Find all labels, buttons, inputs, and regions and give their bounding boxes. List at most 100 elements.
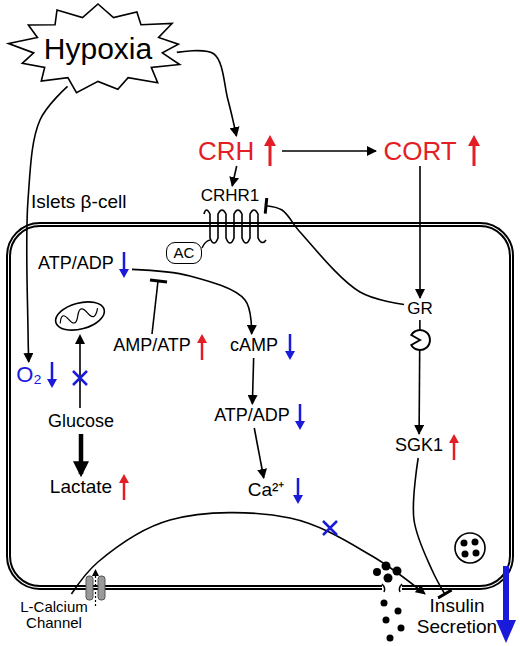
decrease-arrow	[293, 478, 303, 504]
decrease-arrow	[285, 334, 295, 360]
arrow-connector	[418, 320, 420, 434]
enzyme-box: AC	[166, 242, 202, 264]
influx-arrow	[95, 574, 96, 606]
receptor-label: CRHR1	[194, 186, 266, 206]
metabolite-label: AMP/ATP	[108, 334, 196, 358]
arrow-connector	[282, 150, 376, 152]
indicator-head	[197, 334, 207, 343]
indicator-head	[468, 135, 480, 146]
arrow-connector	[419, 166, 421, 298]
insulin-granules	[373, 562, 405, 642]
indicator-shaft	[289, 334, 292, 353]
indicator-shaft	[123, 252, 126, 271]
secretory-vesicle	[455, 533, 485, 563]
node-text: Insulin Secretion	[412, 596, 502, 637]
node-text: AC	[174, 245, 195, 261]
node-text: cAMP	[230, 336, 278, 355]
indicator-head	[449, 434, 459, 443]
indicator-shaft	[299, 404, 302, 423]
granule	[393, 567, 402, 576]
arrow-connector	[232, 166, 236, 186]
hypoxia-starburst: Hypoxia	[6, 2, 190, 96]
indicator-head	[119, 474, 129, 483]
increase-arrow	[449, 434, 459, 460]
node-text: AMP/ATP	[113, 336, 191, 355]
indicator-shaft	[201, 341, 204, 360]
block-cross	[323, 521, 337, 535]
indicator-shaft	[297, 478, 300, 497]
hormone-label: CORT	[376, 136, 464, 166]
indicator-head	[119, 269, 129, 278]
node-text: SGK1	[395, 436, 443, 455]
channel-label: L-Calcium Channel	[2, 594, 106, 636]
released-granule	[398, 625, 405, 632]
granule	[461, 540, 468, 547]
inhibition-bar	[150, 280, 167, 282]
granule	[382, 562, 391, 571]
node-text: ATP/ADP	[38, 254, 114, 273]
output-label: Insulin Secretion	[412, 594, 502, 640]
granule	[373, 568, 381, 576]
messenger-label: cAMP	[226, 334, 282, 358]
arrow-head	[75, 334, 85, 344]
node-text: Hypoxia	[44, 33, 152, 65]
indicator-head	[496, 620, 516, 643]
indicator-shaft	[453, 441, 456, 460]
granule	[462, 551, 469, 558]
indicator-shaft	[473, 143, 476, 166]
receptor-tether	[202, 240, 210, 248]
arrow-connector	[79, 434, 84, 474]
vesicle-granules	[461, 539, 480, 558]
inhibition-connector	[266, 206, 404, 305]
hormone-label: CRH	[198, 136, 282, 166]
indicator-head	[47, 379, 57, 388]
arrow-connector	[71, 513, 425, 594]
indicator-head	[293, 495, 303, 504]
increase-arrow	[197, 334, 207, 360]
arrow-connector	[132, 269, 252, 334]
indicator-head	[285, 351, 295, 360]
indicator-shaft	[503, 566, 509, 624]
released-granule	[395, 608, 402, 615]
cell-heading: Islets β-cell	[31, 192, 126, 213]
node-text: CORT	[383, 137, 456, 165]
receptor-pacman	[411, 330, 430, 350]
connector-layer	[27, 51, 445, 594]
node-text: Lactate	[50, 477, 112, 498]
indicator-shaft	[51, 362, 54, 381]
decrease-arrow	[47, 362, 57, 388]
node-text: GR	[407, 300, 433, 318]
starburst-shape	[9, 4, 180, 93]
kinase-label: SGK1	[390, 434, 448, 458]
indicator-shaft	[123, 481, 126, 500]
indicator-shaft	[269, 143, 272, 166]
indicator-head	[264, 135, 276, 146]
indicator-head	[295, 421, 305, 430]
arrow-connector	[252, 358, 253, 404]
inhibition-line	[152, 281, 158, 334]
node-text: O₂	[16, 363, 42, 387]
released-granule	[381, 600, 388, 607]
arrow-head	[92, 569, 99, 576]
arrow-connector	[177, 51, 237, 136]
inhibition-connector	[413, 458, 444, 594]
arrow-connector	[254, 428, 263, 478]
metabolite-label: Glucose	[42, 410, 120, 434]
node-text: ATP/ADP	[214, 406, 290, 425]
block-cross	[73, 371, 87, 385]
receptor-label: GR	[404, 298, 436, 320]
ion-label: Ca²⁺	[242, 478, 290, 502]
blocked-arrow	[79, 342, 81, 408]
node-text: CRHR1	[201, 187, 260, 205]
node-text: Ca²⁺	[248, 480, 285, 501]
granule	[472, 539, 479, 546]
increase-arrow	[119, 474, 129, 500]
node-text: L-Calcium Channel	[2, 599, 106, 631]
decrease-arrow	[119, 252, 129, 278]
oxygen-label: O₂	[12, 362, 46, 388]
mitochondrion-symbol	[52, 297, 107, 335]
decrease-arrow	[295, 404, 305, 430]
granule	[384, 574, 393, 583]
